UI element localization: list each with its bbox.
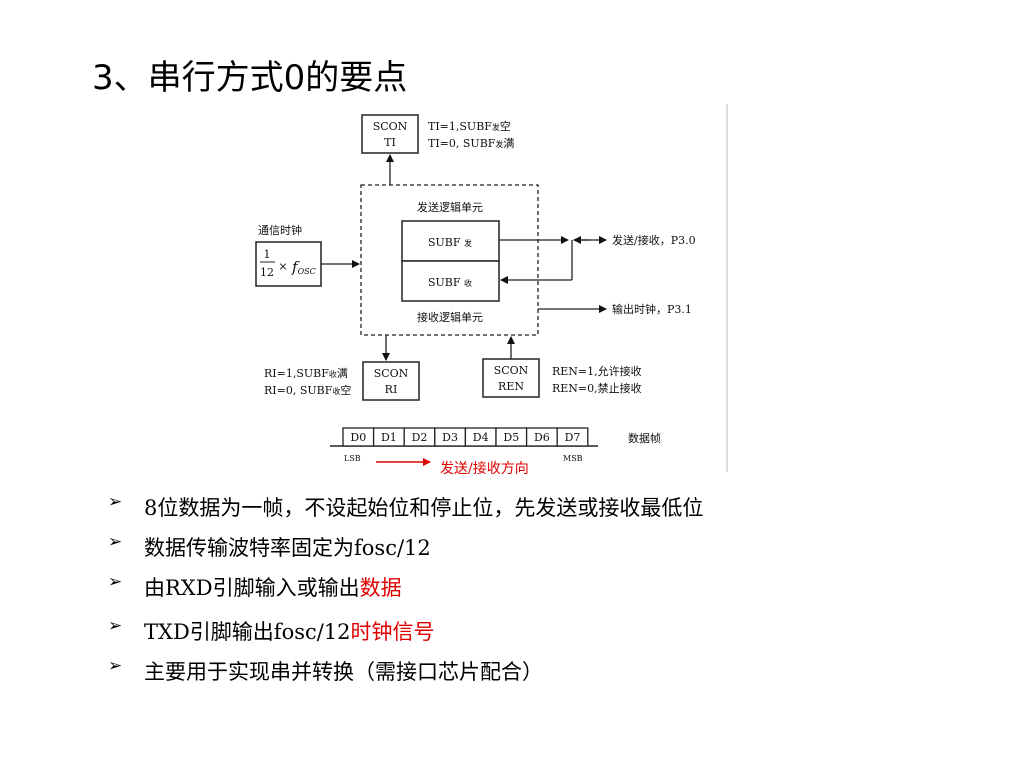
scon-ri-line1: SCON [374, 367, 409, 380]
direction-label: 发送/接收方向 [440, 460, 529, 477]
ren-note-line2: REN=0,禁止接收 [552, 381, 642, 395]
bullet-item: ➢ 由RXD引脚输入或输出数据 [108, 572, 402, 602]
bullet-text: 主要用于实现串并转换（需接口芯片配合） [144, 660, 543, 684]
clock-denominator: 12 [260, 266, 274, 279]
bullet-text: 由RXD引脚输入或输出 [144, 576, 360, 600]
recv-unit-label: 接收逻辑单元 [417, 310, 483, 324]
send-unit-label: 发送逻辑单元 [417, 200, 483, 214]
frame-bit-label: D3 [442, 431, 458, 444]
subf-send-label: SUBF 发 [428, 236, 472, 249]
subf-recv-box [401, 260, 500, 302]
frame-bit-label: D2 [412, 431, 428, 444]
scon-ri-line2: RI [385, 383, 398, 396]
logic-unit-box [360, 184, 539, 336]
subf-recv-label: SUBF 收 [428, 276, 472, 289]
frame-bit-label: D7 [565, 431, 581, 444]
bullet-highlight: 时钟信号 [350, 620, 435, 644]
ren-note-line1: REN=1,允许接收 [552, 364, 642, 378]
bullet-item: ➢ 主要用于实现串并转换（需接口芯片配合） [108, 656, 543, 686]
ri-note-line2: RI=0, SUBF收空 [264, 383, 351, 397]
scon-ti-line1: SCON [373, 120, 408, 133]
f-osc: fOSC [291, 258, 316, 276]
bullet-highlight: 数据 [359, 576, 402, 600]
bullet-item: ➢ 8位数据为一帧，不设起始位和停止位，先发送或接收最低位 [108, 492, 703, 522]
p31-label: 输出时钟，P3.1 [612, 302, 692, 316]
bullet-item: ➢ TXD引脚输出fosc/12时钟信号 [108, 616, 435, 646]
bullet-arrow-icon: ➢ [108, 616, 123, 636]
bullet-arrow-icon: ➢ [108, 532, 123, 552]
frame-bit-label: D4 [473, 431, 489, 444]
msb-label: MSB [563, 454, 583, 463]
comm-clock-label: 通信时钟 [258, 223, 302, 237]
bullet-item: ➢ 数据传输波特率固定为fosc/12 [108, 532, 431, 562]
bullet-arrow-icon: ➢ [108, 492, 123, 512]
frame-bit-cell [556, 427, 589, 447]
bullet-arrow-icon: ➢ [108, 572, 123, 592]
scon-ti-line2: TI [384, 136, 396, 149]
serial-mode0-diagram: SCON TI TI=1,SUBF发空 TI=0, SUBF发满 发送逻辑单元 … [255, 104, 728, 477]
bullet-text: 数据传输波特率固定为fosc/12 [144, 536, 431, 560]
frame-bit-label: D1 [381, 431, 397, 444]
bullet-text: TXD引脚输出fosc/12 [144, 620, 351, 644]
clock-numerator: 1 [264, 248, 271, 261]
bullet-text: 8位数据为一帧，不设起始位和停止位，先发送或接收最低位 [144, 496, 704, 520]
scon-ren-line1: SCON [494, 364, 529, 377]
scon-ri-box [362, 361, 420, 401]
ti-note-line2: TI=0, SUBF发满 [428, 137, 514, 150]
scon-ren-line2: REN [498, 380, 524, 393]
slide-title: 3、串行方式0的要点 [92, 58, 408, 98]
times-sign: × [278, 260, 287, 273]
bullet-arrow-icon: ➢ [108, 656, 123, 676]
frame-label: 数据帧 [628, 431, 661, 445]
frame-bit-label: D0 [350, 431, 366, 444]
ti-note-line1: TI=1,SUBF发空 [428, 119, 511, 133]
subf-send-box [401, 220, 500, 262]
frame-bit-label: D6 [534, 431, 550, 444]
ri-note-line1: RI=1,SUBF收满 [264, 367, 348, 380]
p30-label: 发送/接收，P3.0 [612, 233, 696, 247]
scon-ti-box [361, 114, 419, 154]
frame-bit-label: D5 [503, 431, 519, 444]
data-frame: D0 D1 D2 D3 D4 D5 D6 D7 [330, 427, 598, 447]
lsb-label: LSB [344, 454, 361, 463]
